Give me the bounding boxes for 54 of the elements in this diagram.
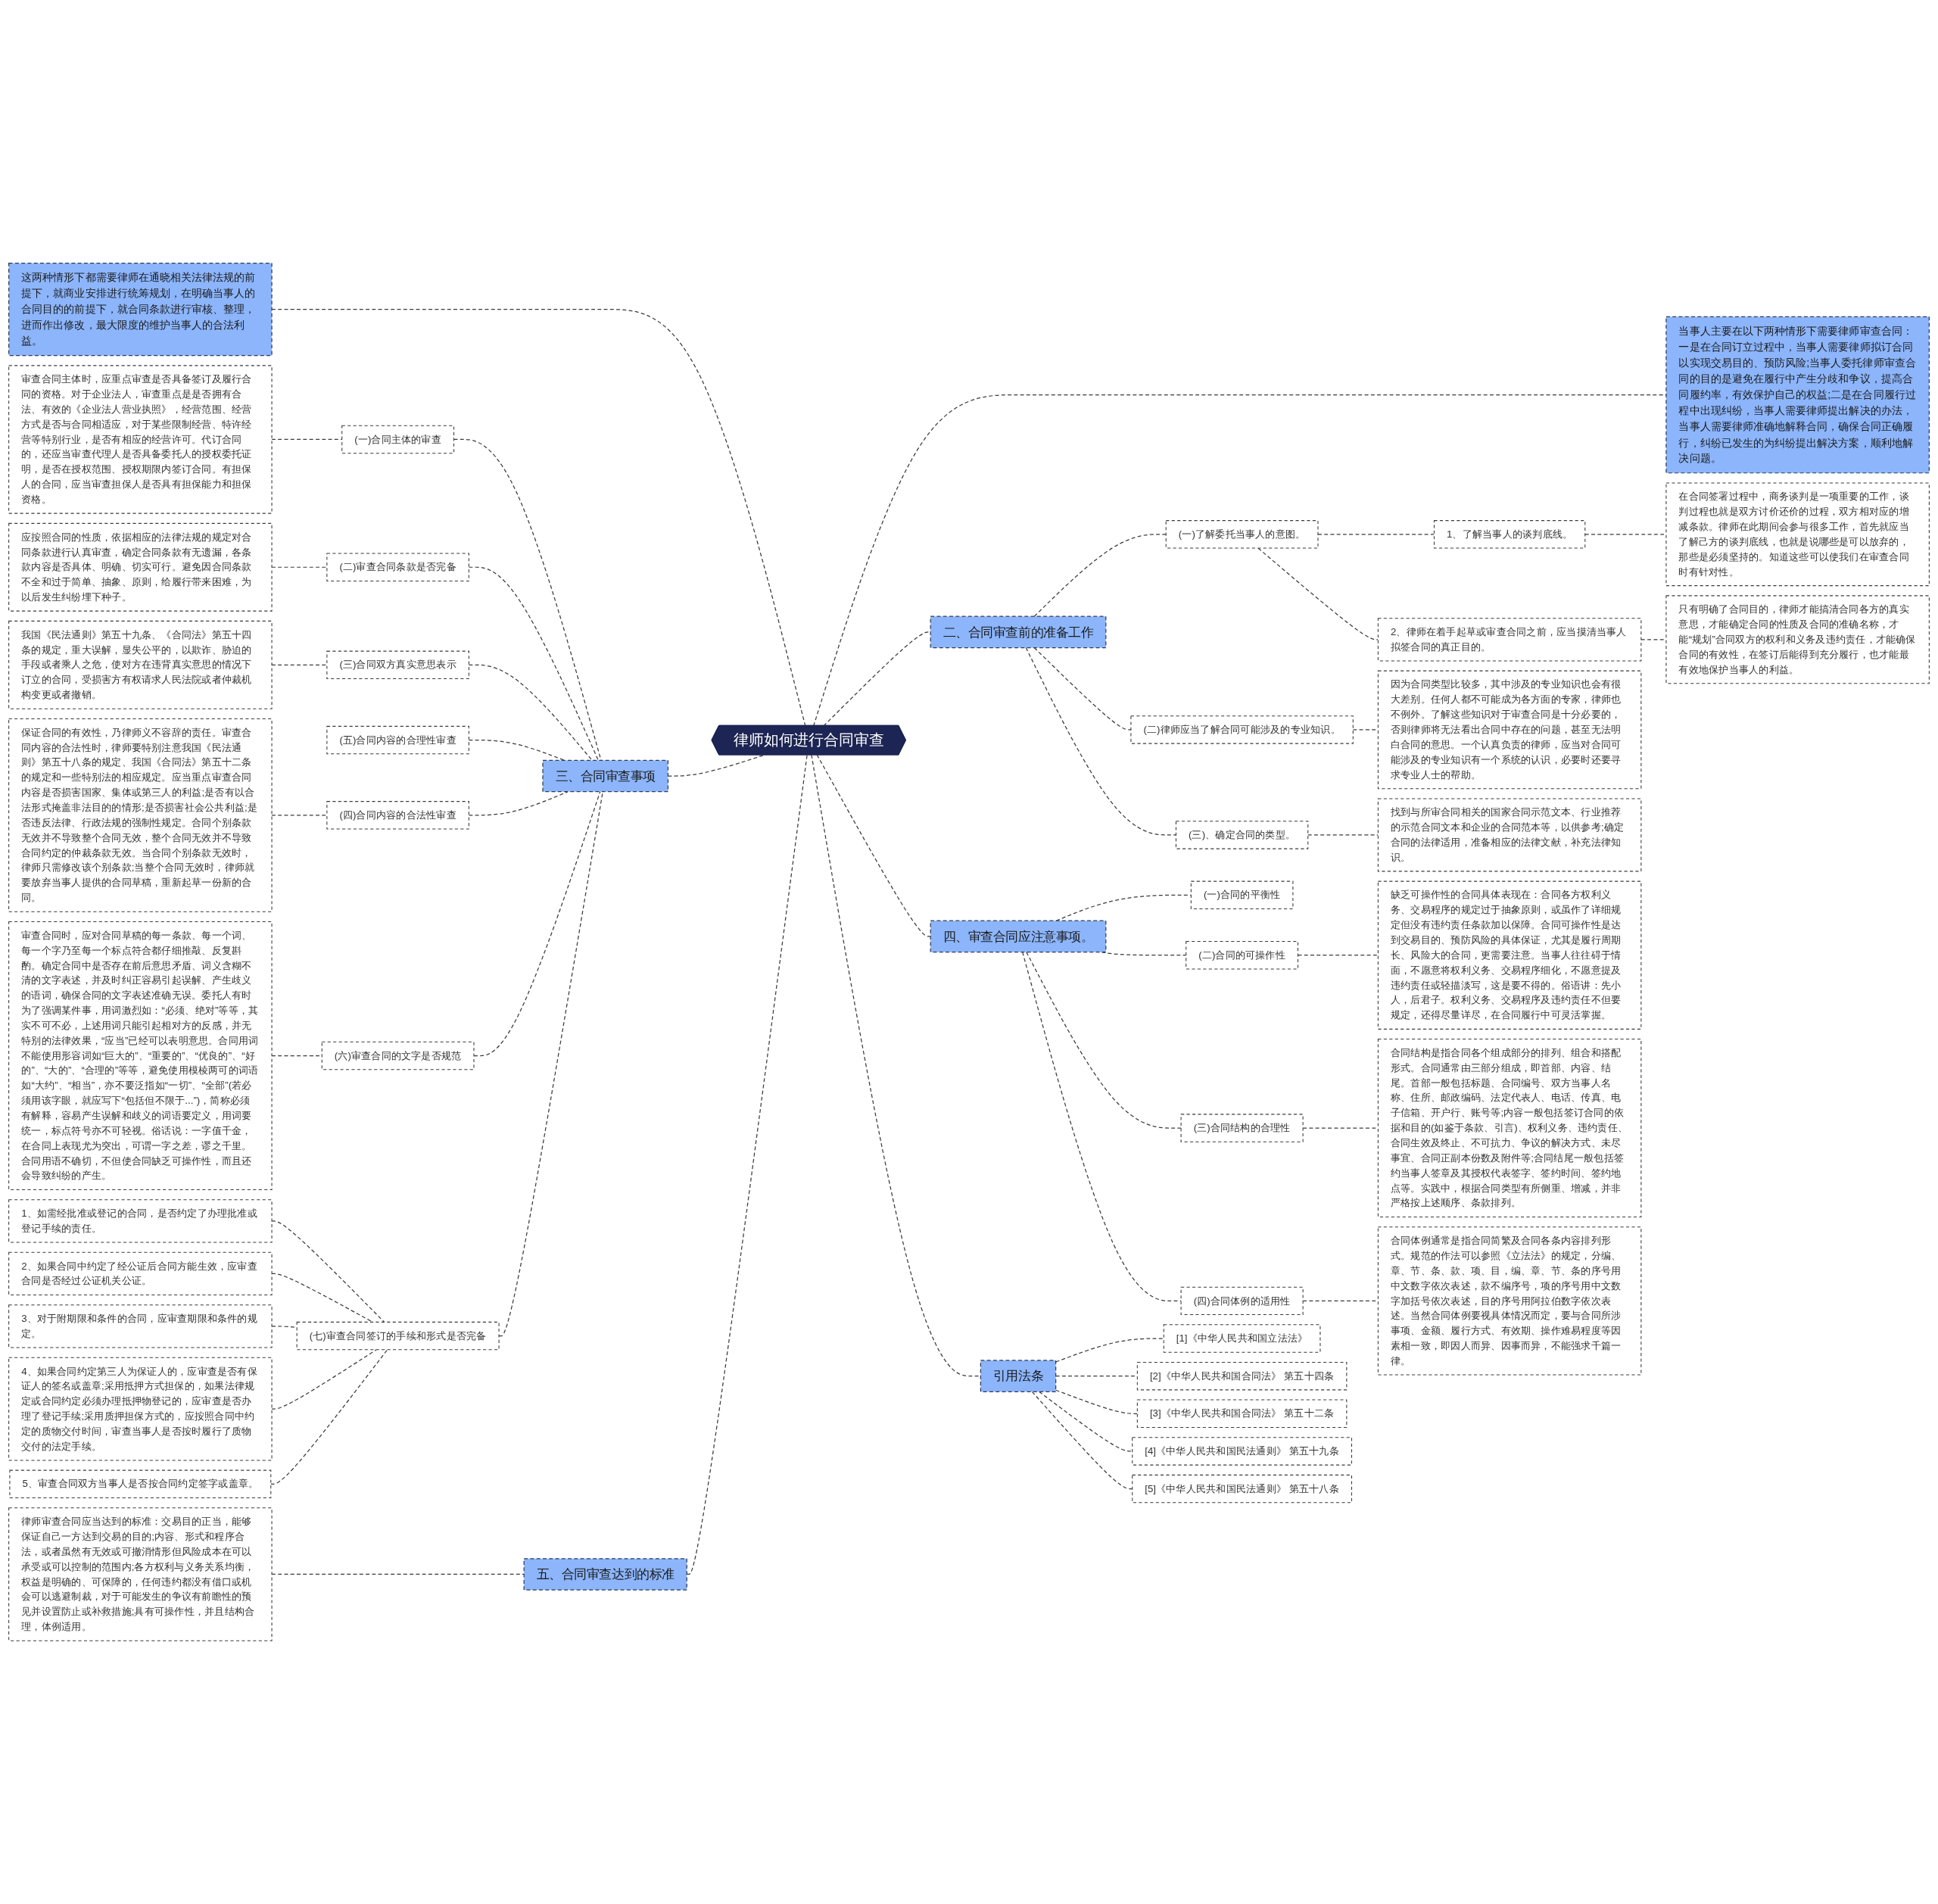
node-box: 审查合同时，应对合同草稿的每一条款、每一个词、每一个字乃至每一个标点符合都仔细推敲、反复斟酌。确定合同中是否存在前后意思矛盾、词义含糊不清的文字表述，并及时纠正容易引起误解、产生歧义的语词，确保合同的文字表述准确无误。委托人有时为了强调某件事，用词激烈如：“必须、绝对”等等，其实不可不必，上述用词只能引起相对方的反感，并无特别的法律效果，“应当”已经可以表明意思。合同用词不能使用形容词如“巨大的”、“重要的”、“优良的”、“好的”、“大的”、“合理的”等等，避免使用模棱两可的词语如“大约”、“相当”，亦不要泛指如“一切”、“全部”(若必须用该字眼，就应写下“包括但不限于...”)，简称必须有解释，容易产生误解和歧义的词语要定义，用词要统一，标点符号亦不可轻视。俗话说：一字值千金，在合同上表现尤为突出，可谓一字之差，谬之千里。合同用语不确切，不但使合同缺乏可操作性，而且还会导致纠纷的产生。	[8, 921, 273, 1191]
node-box: 五、合同审查达到的标准	[523, 1558, 687, 1591]
node-box: 1、了解当事人的谈判底线。	[1433, 520, 1586, 549]
node-box: 2、如果合同中约定了经公证后合同方能生效，应审查合同是否经过公证机关公证。	[8, 1251, 273, 1296]
node-box: 合同体例通常是指合同简繁及合同各条内容排列形式。规范的作法可以参照《立法法》的规定，分编、章、节、条、款、项、目，编、章、节、条的序号用中文数字依次表述，款不编序号，项的序号用中文数字加括号依次表述，目的序号用阿拉伯数字依次表述。当然合同体例要视具体情况而定，要与合同所涉事项、金额、履行方式、有效期、操作难易程度等因素相一致，即因人而异、因事而异，不能强求千篇一律。	[1377, 1226, 1642, 1376]
node-box: (二)合同的可操作性	[1186, 941, 1299, 970]
connector	[816, 754, 931, 937]
node-box: (一)了解委托当事人的意图。	[1165, 520, 1319, 549]
node-box: (三)、确定合同的类型。	[1175, 821, 1309, 849]
node-box: 三、合同审查事项	[542, 759, 669, 793]
node-box: 合同结构是指合同各个组成部分的排列、组合和搭配形式。合同通常由三部分组成，即首部、内容、结尾。首部一般包括标题、合同编号、双方当事人名称、住所、邮政编码、法定代表人、电话、传真、电子信箱、开户行、账号等;内容一般包括签订合同的依据和目的(如鉴于条款、引言)、权利义务、违约责任、合同生效及终止、不可抗力、争议的解决方式、未尽事宜、合同正副本份数及附件等;合同结尾一般包括签约当事人签章及其授权代表签字、签约时间、签约地点等。实践中，根据合同类型有所侧重、增减，并非严格按上述顺序、条款排列。	[1377, 1039, 1642, 1218]
node-box: 审查合同主体时，应重点审查是否具备签订及履行合同的资格。对于企业法人，审查重点是是否拥有合法、有效的《企业法人营业执照》，经营范围、经营方式是否与合同相适应，对于某些限制经营、特许经营等特别行业，是否有相应的经营许可。代订合同的，还应当审查代理人是否具备委托人的授权委托证明，是否在授权范围、授权期限内签订合同。有担保人的合同，应当审查担保人是否具有担保能力和担保资格。	[8, 365, 273, 514]
node-box: [2]《中华人民共和国合同法》 第五十四条	[1136, 1362, 1348, 1391]
node-box: 缺乏可操作性的合同具体表现在：合同各方权利义务、交易程序的规定过于抽象原则，或虽作了详细规定但没有违约责任条款加以保障。合同可操作性是达到交易目的、预防风险的具体保证，尤其是履行周期长、风险大的合同，更需要注意。当事人往往碍于情面，不愿意将权利义务、交易程序细化，不愿意提及违约责任或轻描淡写，这是要不得的。俗语讲：先小人，后君子。权利义务、交易程序及违约责任不但要规定，还得尽量详尽，在合同履行中可灵活掌握。	[1377, 880, 1642, 1030]
node-box: (二)审查合同条款是否完备	[326, 553, 469, 582]
node-box: 保证合同的有效性，乃律师义不容辞的责任。审查合同内容的合法性时，律师要特别注意我国《民法通则》第五十八条的规定、我国《合同法》第五十二条的规定和一些特别法的相应规定。应当重点审查合同内容是否损害国家、集体或第三人的利益;是否有以合法形式掩盖非法目的的情形;是否损害社会公共利益;是否违反法律、行政法规的强制性规定。合同个别条款无效并不导致整个合同无效，整个合同无效并不导致合同约定的仲裁条款无效。当合同个别条款无效时，律师只需修改该个别条款;当整个合同无效时，律师就要放弃当事人提供的合同草稿，重新起草一份新的合同。	[8, 718, 273, 912]
node-box: 应按照合同的性质，依据相应的法律法规的规定对合同条款进行认真审查，确定合同条款有无遗漏，各条款内容是否具体、明确、切实可行。避免因合同条款不全和过于简单、抽象、原则，给履行带来困难，为以后发生纠纷埋下种子。	[8, 522, 273, 612]
node-box: (四)合同体例的适用性	[1180, 1286, 1304, 1316]
node-box: 二、合同审查前的准备工作	[930, 615, 1107, 649]
node-box: (七)审查合同签订的手续和形式是否完备	[296, 1321, 500, 1351]
node-box: [4]《中华人民共和国民法通则》 第五十九条	[1132, 1437, 1352, 1466]
node-box: (五)合同内容的合理性审查	[326, 725, 469, 755]
node-box: (二)律师应当了解合同可能涉及的专业知识。	[1130, 715, 1354, 744]
connector	[270, 1349, 388, 1485]
node-box: [1]《中华人民共和国立法法》	[1163, 1324, 1321, 1353]
node-box: 4、如果合同约定第三人为保证人的，应审查是否有保证人的签名或盖章;采用抵押方式担保的，如果法律规定或合同约定必须办理抵押物登记的，应审查是否办理了登记手续;采用质押担保方式的，应按照合同中约定的质物交付时间，审查当事人是否按时履行了质物交付的法定手续。	[8, 1357, 273, 1461]
connector	[1055, 1338, 1164, 1363]
node-box: [3]《中华人民共和国合同法》 第五十二条	[1136, 1399, 1348, 1429]
node-box: (一)合同主体的审查	[341, 425, 455, 454]
node-box: 只有明确了合同目的，律师才能搞清合同各方的真实意思，才能确定合同的性质及合同的准确名称，才能“规划”合同双方的权利和义务及违约责任，才能确保合同的有效性，在签订后能得到充分履行，也才能最有效地保护当事人的利益。	[1665, 595, 1930, 684]
node-box: 因为合同类型比较多，其中涉及的专业知识也会有很大差别。任何人都不可能成为各方面的专家，律师也不例外。了解这些知识对于审查合同是十分必要的，否则律师将无法看出合同中存在的问题，甚至无法明白合同的意思。一个认真负责的律师，应当对合同可能涉及的专业知识有一个系统的认识，必要时还要寻求专业人士的帮助。	[1377, 670, 1642, 790]
node-box: (三)合同双方真实意思表示	[326, 650, 469, 680]
node-box: 律师审查合同应当达到的标准：交易目的正当，能够保证自己一方达到交易的目的;内容、形式和程序合法，或者虽然有无效或可撤消情形但风险成本在可以承受或可以控制的范围内;各方权利与义务关系均衡，权益是明确的、可保障的，任何违约都没有借口或机会可以逃避制裁，对于可能发生的争议有前瞻性的预见并设置防止或补救措施;具有可操作性，并且结构合理，体例适用。	[8, 1507, 273, 1641]
node-box: 这两种情形下都需要律师在通晓相关法律法规的前提下，就商业安排进行统筹规划，在明确当事人的合同目的的前提下，就合同条款进行审核、整理，进而作出修改，最大限度的维护当事人的合法利益。	[8, 263, 273, 357]
connector	[1033, 534, 1167, 617]
connector	[1026, 952, 1182, 1129]
node-box: 2、律师在着手起草或审查合同之前，应当摸清当事人拟签合同的真正目的。	[1377, 618, 1642, 662]
node-box: 1、如需经批准或登记的合同，是否约定了办理批准或登记手续的责任。	[8, 1199, 273, 1243]
node-box: [5]《中华人民共和国民法通则》 第五十八条	[1132, 1474, 1352, 1504]
node-box: 3、对于附期限和条件的合同，应审查期限和条件的规定。	[8, 1304, 273, 1348]
node-box: (一)合同的平衡性	[1190, 880, 1294, 910]
node-box: 找到与所审合同相关的国家合同示范文本、行业推荐的示范合同文本和企业的合同范本等，以供参考;确定合同的法律适用，准备相应的法律文献，补充法律知识。	[1377, 798, 1642, 872]
node-box: 引用法条	[980, 1360, 1057, 1393]
node-box: (六)审查合同的文字是否规范	[321, 1041, 475, 1070]
node-box: 在合同签署过程中，商务谈判是一项重要的工作，谈判过程也就是双方讨价还价的过程，双方相对应的增减条款。律师在此期间会参与很多工作，首先就应当了解己方的谈判底线，也就是说哪些是可以放弃的，那些是必须坚持的。知道这些可以使我们在审查合同时有针对性。	[1665, 482, 1930, 587]
node-box: 四、审查合同应注意事项。	[930, 920, 1107, 953]
node-box: (三)合同结构的合理性	[1180, 1114, 1304, 1142]
connector	[1055, 1389, 1138, 1414]
connector	[811, 754, 981, 1377]
node-box: 我国《民法通则》第五十九条、《合同法》第五十四条的规定，重大误解，显失公平的，以欺诈、胁迫的手段或者乘人之危，使对方在违背真实意思的情况下订立的合同，受损害方有权请求人民法院或者仲裁机构变更或者撤销。	[8, 620, 273, 709]
node-box: (四)合同内容的合法性审查	[326, 801, 469, 830]
node-box: 当事人主要在以下两种情形下需要律师审查合同：一是在合同订立过程中，当事人需要律师拟订合同以实现交易目的、预防风险;当事人委托律师审查合同的目的是避免在履行中产生分歧和争议，提高合同履约率，有效保护自己的权益;二是在合同履行过程中出现纠纷，当事人需要律师提出解决的办法，当事人需要律师准确地解释合同，确保合同正确履行，纠纷已发生的为纠纷提出解决方案，顺利地解决问题。	[1665, 316, 1930, 474]
connector	[1022, 952, 1182, 1302]
node-box: 5、审查合同双方当事人是否按合同约定签字或盖章。	[9, 1469, 272, 1499]
